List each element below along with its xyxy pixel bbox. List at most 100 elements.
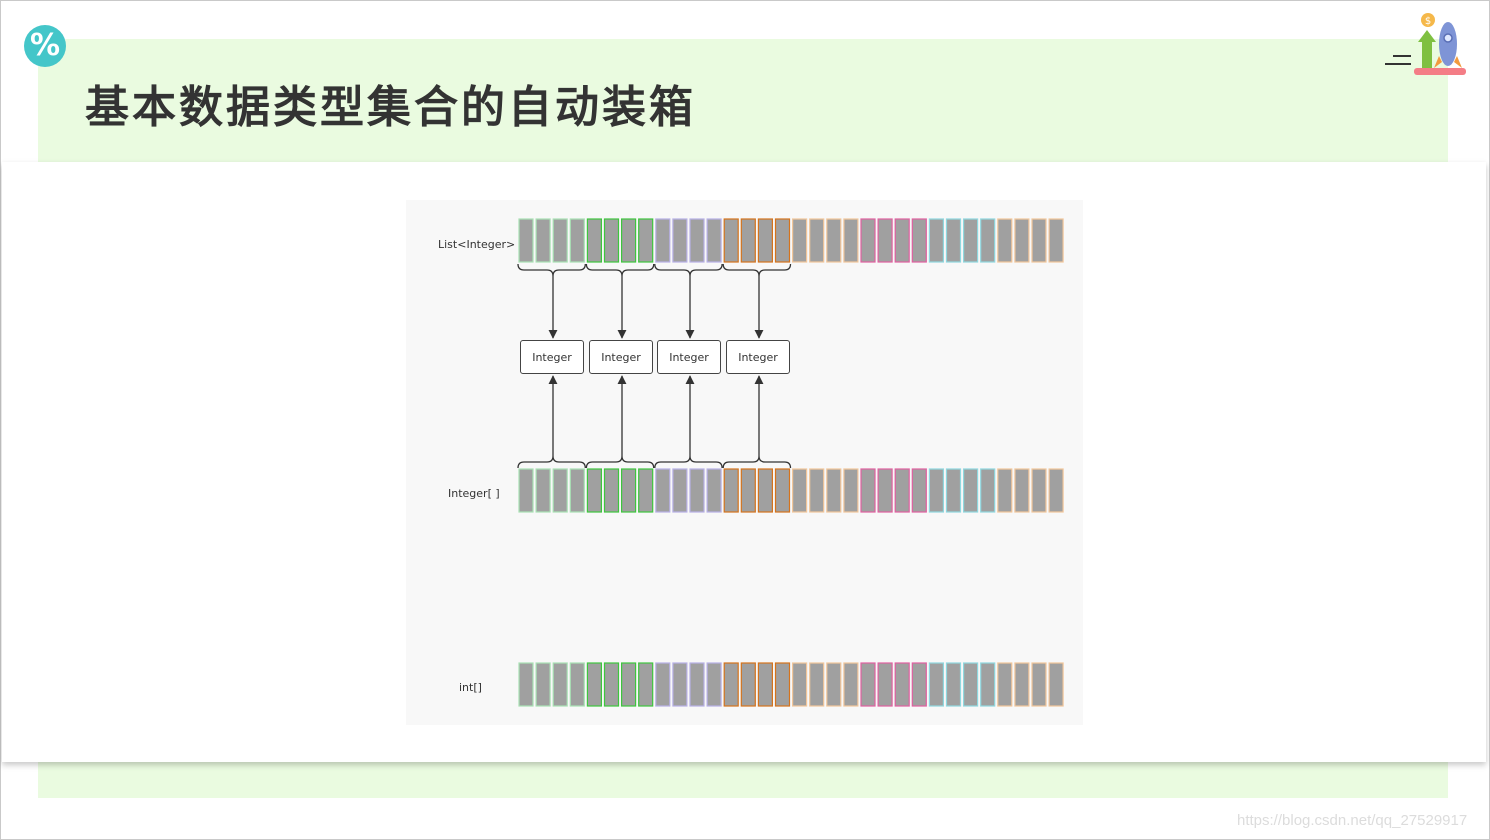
memory-cell-r2-c25	[945, 662, 962, 707]
memory-cell-r1-c27	[980, 468, 996, 513]
memory-cell-r2-c28	[997, 662, 1013, 707]
memory-cell-r0-c8	[655, 218, 671, 263]
brace-top-3	[654, 263, 723, 277]
memory-cell-r1-c13	[740, 468, 756, 513]
memory-cell-r1-c5	[603, 468, 620, 513]
memory-cell-r1-c31	[1048, 468, 1064, 513]
memory-cell-r2-c30	[1031, 662, 1047, 707]
brace-top-2	[585, 263, 655, 277]
memory-cell-r0-c23	[911, 218, 927, 263]
memory-cell-r0-c29	[1014, 218, 1030, 263]
footer-band	[38, 760, 1448, 798]
memory-cell-r2-c1	[535, 662, 551, 707]
watermark: https://blog.csdn.net/qq_27529917	[1237, 812, 1468, 829]
memory-cell-r1-c29	[1014, 468, 1030, 513]
memory-cell-r2-c24	[928, 662, 945, 707]
integer-box-2: Integer	[589, 340, 653, 374]
memory-cell-r2-c3	[569, 662, 585, 707]
memory-cell-r1-c10	[689, 468, 705, 513]
diagram-canvas	[517, 218, 1064, 707]
memory-cell-r2-c20	[860, 662, 876, 707]
memory-cell-r1-c2	[552, 468, 568, 513]
memory-cell-r2-c31	[1048, 662, 1064, 707]
memory-cell-r1-c14	[757, 468, 773, 513]
memory-cell-r0-c27	[980, 218, 996, 263]
memory-cell-r2-c8	[655, 662, 671, 707]
row-label-int-array: int[]	[459, 681, 482, 694]
memory-cell-r0-c22	[894, 218, 910, 263]
memory-cell-r0-c9	[672, 218, 688, 263]
memory-cell-r2-c14	[757, 662, 773, 707]
memory-cell-r0-c17	[809, 218, 825, 263]
memory-cell-r0-c18	[826, 218, 842, 263]
memory-cell-r1-c1	[535, 468, 551, 513]
memory-cell-r0-c21	[877, 218, 893, 263]
memory-cell-r1-c7	[638, 468, 654, 513]
memory-cell-r0-c19	[843, 218, 859, 263]
memory-cell-r2-c16	[792, 662, 808, 707]
memory-cell-r0-c15	[774, 218, 791, 263]
memory-cell-r0-c28	[997, 218, 1013, 263]
memory-cell-r0-c24	[928, 218, 945, 263]
integer-box-3: Integer	[657, 340, 721, 374]
memory-cell-r2-c17	[809, 662, 825, 707]
memory-cell-r0-c11	[706, 218, 722, 263]
memory-cell-r1-c18	[826, 468, 842, 513]
brace-top-1	[517, 263, 586, 277]
integer-box-1: Integer	[520, 340, 584, 374]
brace-bottom-4	[722, 455, 792, 469]
memory-cell-r2-c7	[638, 662, 654, 707]
memory-cell-r1-c3	[569, 468, 585, 513]
memory-cell-r2-c0	[518, 662, 534, 707]
memory-cell-r2-c15	[774, 662, 791, 707]
memory-cell-r0-c25	[945, 218, 962, 263]
svg-text:$: $	[1425, 16, 1431, 27]
page-title: 基本数据类型集合的自动装箱	[85, 82, 696, 133]
memory-cell-r2-c21	[877, 662, 893, 707]
integer-box-4: Integer	[726, 340, 790, 374]
memory-cell-r1-c25	[945, 468, 962, 513]
memory-cell-r1-c30	[1031, 468, 1047, 513]
memory-cell-r2-c13	[740, 662, 756, 707]
memory-cell-r0-c12	[723, 218, 739, 263]
memory-cell-r0-c26	[962, 218, 979, 263]
row-label-integer-array: Integer[ ]	[448, 487, 500, 500]
memory-cell-r1-c21	[877, 468, 893, 513]
memory-cell-r1-c28	[997, 468, 1013, 513]
memory-cell-r2-c11	[706, 662, 722, 707]
memory-cell-r1-c19	[843, 468, 859, 513]
memory-cell-r0-c20	[860, 218, 876, 263]
memory-cell-r0-c5	[603, 218, 620, 263]
memory-cell-r1-c22	[894, 468, 910, 513]
memory-cell-r0-c6	[621, 218, 637, 263]
memory-cell-r0-c4	[586, 218, 602, 263]
row-label-list: List<Integer>	[438, 238, 516, 251]
memory-cell-r2-c4	[586, 662, 602, 707]
brace-bottom-1	[517, 455, 586, 469]
memory-cell-r2-c18	[826, 662, 842, 707]
memory-cell-r2-c6	[621, 662, 637, 707]
memory-cell-r1-c15	[774, 468, 791, 513]
memory-cell-r0-c10	[689, 218, 705, 263]
memory-cell-r0-c31	[1048, 218, 1064, 263]
memory-cell-r0-c14	[757, 218, 773, 263]
rocket-growth-icon: $	[1414, 13, 1466, 75]
memory-cell-r1-c23	[911, 468, 927, 513]
memory-cell-r0-c16	[792, 218, 808, 263]
brace-top-4	[722, 263, 792, 277]
memory-cell-r0-c30	[1031, 218, 1047, 263]
memory-cell-r1-c17	[809, 468, 825, 513]
memory-cell-r1-c9	[672, 468, 688, 513]
menu-lines-icon[interactable]	[1385, 53, 1411, 67]
memory-cell-r1-c12	[723, 468, 739, 513]
memory-cell-r1-c4	[586, 468, 602, 513]
memory-cell-r2-c12	[723, 662, 739, 707]
boxing-diagram: List<Integer> Integer[ ] int[] Integer I…	[406, 200, 1083, 725]
memory-cell-r0-c3	[569, 218, 585, 263]
memory-cell-r0-c0	[518, 218, 534, 263]
memory-cell-r1-c26	[962, 468, 979, 513]
percent-icon: %	[24, 25, 66, 67]
memory-cell-r2-c27	[980, 662, 996, 707]
memory-cell-r0-c7	[638, 218, 654, 263]
memory-cell-r1-c11	[706, 468, 722, 513]
